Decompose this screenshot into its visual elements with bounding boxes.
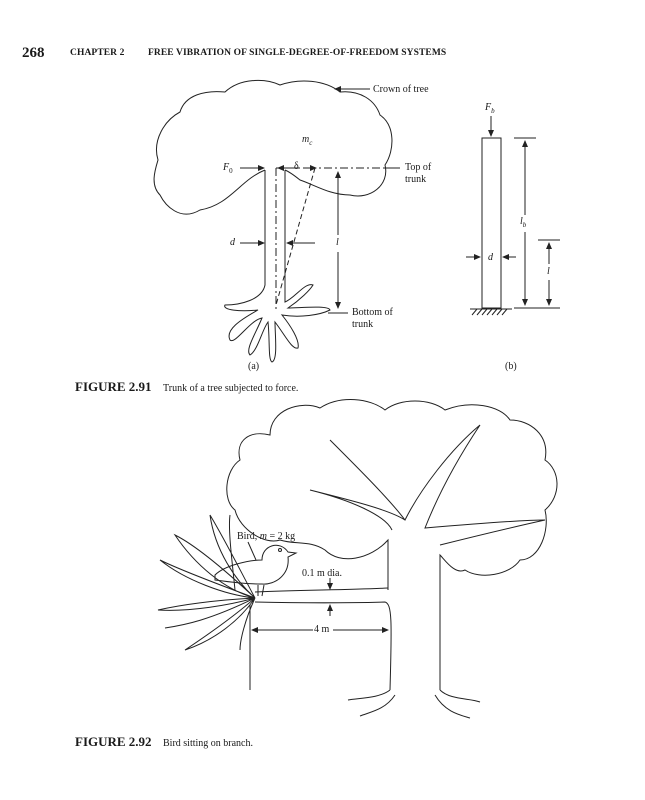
- label-sub-a: (a): [248, 361, 260, 372]
- label-diameter: 0.1 m dia.: [302, 568, 342, 579]
- label-top-2: trunk: [405, 174, 427, 185]
- label-top-1: Top of: [405, 162, 432, 173]
- label-fb: Fb: [485, 102, 495, 115]
- label-force: F0: [223, 162, 233, 175]
- label-crown: Crown of tree: [373, 84, 429, 95]
- label-d-b: d: [488, 252, 493, 263]
- label-bottom-1: Bottom of: [352, 307, 393, 318]
- label-sub-b: (b): [505, 361, 517, 372]
- label-mass: mc: [302, 134, 313, 147]
- caption-number-2-92: FIGURE 2.92: [75, 734, 152, 749]
- tree-trunk-a: [224, 170, 331, 363]
- page-number: 268: [22, 45, 45, 61]
- label-d: d: [230, 237, 235, 248]
- branch: [254, 587, 481, 719]
- label-delta: δ: [294, 161, 299, 172]
- label-l-b: l: [547, 266, 550, 277]
- tree-crown-a: [153, 79, 393, 215]
- caption-number-2-91: FIGURE 2.91: [75, 379, 152, 394]
- leaves: [157, 514, 256, 651]
- label-bottom-2: trunk: [352, 319, 374, 330]
- bird: [214, 541, 298, 597]
- label-lb: lb: [520, 216, 527, 229]
- label-bird: Bird, m = 2 kg: [237, 531, 296, 542]
- column-b: [481, 137, 502, 309]
- caption-text-2-91: Trunk of a tree subjected to force.: [163, 383, 299, 394]
- label-length: 4 m: [314, 624, 330, 635]
- neutral-axis: [275, 167, 395, 310]
- label-l: l: [336, 237, 339, 248]
- fixed-support-hatch: [470, 308, 512, 316]
- chapter-label: CHAPTER 2: [70, 48, 125, 58]
- tree-crown-b: [226, 399, 558, 690]
- chapter-title: FREE VIBRATION OF SINGLE-DEGREE-OF-FREED…: [148, 48, 447, 58]
- caption-text-2-92: Bird sitting on branch.: [163, 738, 253, 749]
